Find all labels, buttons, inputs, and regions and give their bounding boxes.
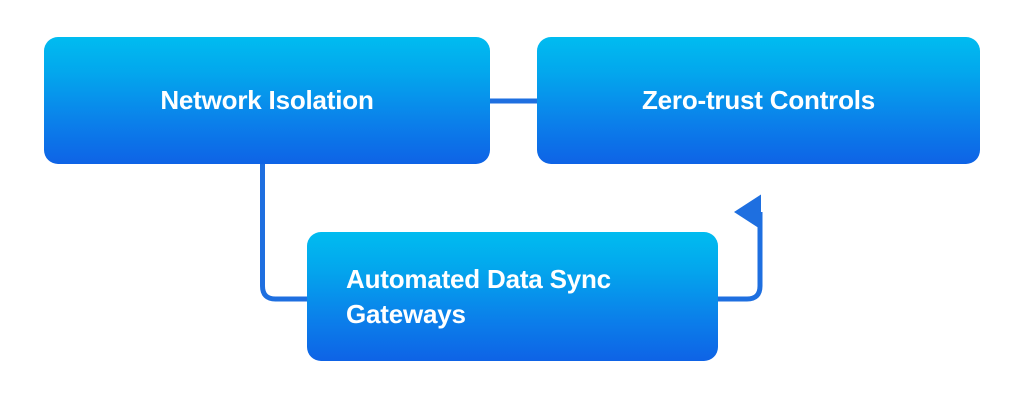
node-network-isolation[interactable]: Network Isolation (44, 37, 490, 164)
connector-network-isolation-to-gateways (260, 164, 309, 302)
node-automated-data-sync-gateways[interactable]: Automated Data Sync Gateways (307, 232, 718, 361)
node-label-zero-trust-controls: Zero-trust Controls (641, 85, 876, 116)
node-label-automated-data-sync-gateways: Automated Data Sync Gateways (346, 264, 611, 329)
connector-gateways-to-zero-trust-controls (716, 194, 763, 302)
node-zero-trust-controls[interactable]: Zero-trust Controls (537, 37, 980, 164)
node-label-network-isolation: Network Isolation (160, 85, 374, 116)
